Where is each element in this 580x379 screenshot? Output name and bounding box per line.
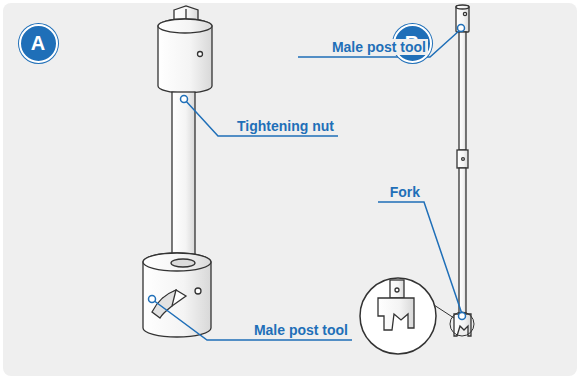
part-label: Male post tool [252,322,350,338]
part-label: Tightening nut [235,118,336,134]
part-label: Fork [388,184,422,200]
part-label: Male post tool [330,39,428,55]
panel-letter-badge: A [19,24,58,63]
panel-letter: A [31,32,45,55]
